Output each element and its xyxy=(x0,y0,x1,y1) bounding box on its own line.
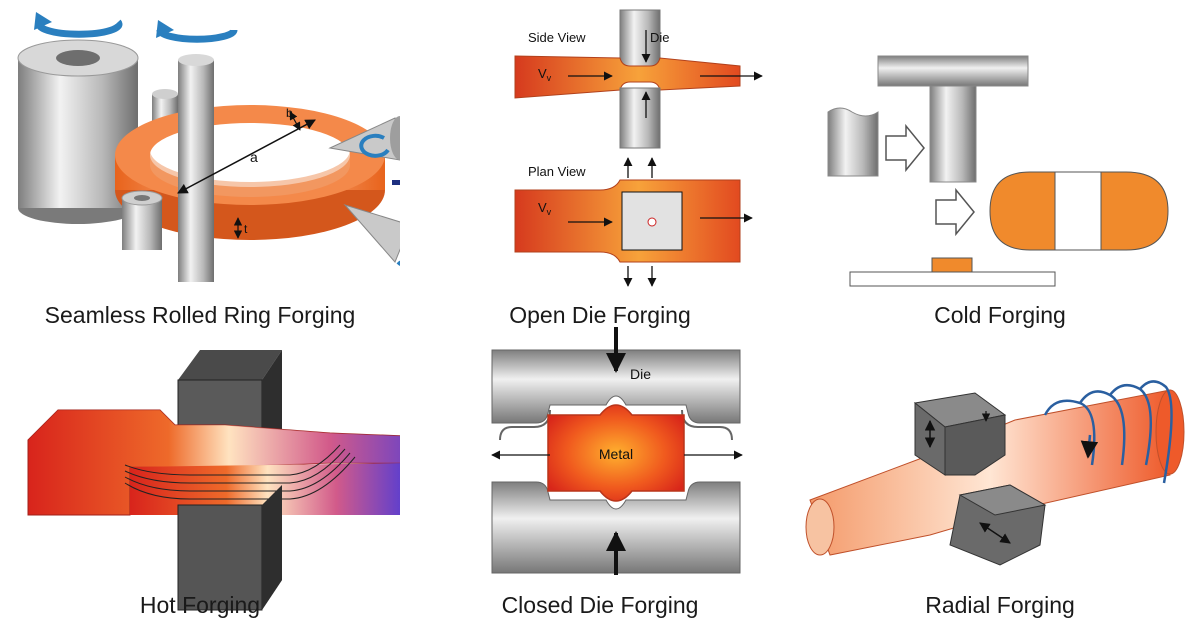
ring-forging-caption: Seamless Rolled Ring Forging xyxy=(44,302,356,328)
lower-die xyxy=(619,87,661,149)
dimension-a-label: a xyxy=(250,149,258,165)
open-die-caption: Open Die Forging xyxy=(509,302,691,328)
closed-die-caption: Closed Die Forging xyxy=(501,592,699,618)
punch-stem xyxy=(929,85,977,183)
workpiece-side-view xyxy=(514,55,741,99)
radial-forging-diagram xyxy=(805,380,1185,566)
grain-flow-lines xyxy=(124,444,356,500)
process-arrow-icon xyxy=(885,123,925,173)
side-view-label: Side View xyxy=(528,30,586,45)
forged-part-right xyxy=(1100,171,1169,251)
radial-forging-caption: Radial Forging xyxy=(925,592,1075,618)
ring-forging-diagram: a b t t b xyxy=(17,12,400,282)
closed-die-diagram: Metal Die xyxy=(491,327,743,575)
axial-cone-lower xyxy=(343,204,400,263)
panel-hot-forging: Hot Forging xyxy=(0,315,400,630)
anvil-plate xyxy=(849,271,1056,287)
cone-rotation-icon xyxy=(359,133,390,158)
hot-forging-diagram xyxy=(27,350,400,611)
panel-radial-forging: Radial Forging xyxy=(800,315,1200,630)
mandrel-roll xyxy=(178,60,214,282)
main-roll-cylinder xyxy=(17,39,139,224)
panel-cold-forging: Cold Forging xyxy=(800,0,1200,328)
process-arrow-icon-lower xyxy=(935,187,975,237)
lower-radial-hammer xyxy=(949,484,1047,566)
open-die-diagram: Side View Die Vv Plan View Vv xyxy=(514,9,763,287)
radial-feed-arrow-icon xyxy=(392,180,400,185)
metal-billet xyxy=(547,404,685,502)
small-blank xyxy=(931,257,973,273)
hot-forging-caption: Hot Forging xyxy=(139,592,261,618)
rotation-spiral-icon xyxy=(1043,380,1173,484)
plan-view-label: Plan View xyxy=(528,164,586,179)
upper-closed-die xyxy=(491,349,741,424)
rotation-arrow-icon xyxy=(35,19,123,38)
metal-label: Metal xyxy=(599,446,633,462)
mandrel-rotation-icon xyxy=(156,29,238,43)
cold-forging-diagram xyxy=(827,55,1169,287)
guide-post-front xyxy=(122,198,162,250)
punch-head xyxy=(877,55,1029,87)
upper-radial-hammer xyxy=(913,392,1007,476)
panel-ring-forging: a b t t b Seamless Rolled Ring Forging xyxy=(0,0,400,328)
dimension-b-top-label: b xyxy=(286,106,293,120)
velocity-label-plan: Vv xyxy=(538,200,552,217)
lower-closed-die xyxy=(491,481,741,574)
hot-workpiece xyxy=(27,409,400,516)
velocity-label-side: Vv xyxy=(538,66,552,83)
rotation-arrowhead-icon xyxy=(34,12,52,30)
cold-forging-caption: Cold Forging xyxy=(934,302,1066,328)
die-label-open: Die xyxy=(650,30,670,45)
forged-part-left xyxy=(989,171,1056,251)
dimension-t-label: t xyxy=(244,222,248,236)
panel-closed-die-forging: Metal Die Closed Die Forging xyxy=(400,315,800,630)
forged-part-center xyxy=(1054,171,1102,251)
billet-blank xyxy=(827,107,879,177)
radial-workpiece xyxy=(805,389,1185,556)
die-label-closed: Die xyxy=(630,366,651,382)
panel-open-die-forging: Side View Die Vv Plan View Vv Open Die F… xyxy=(400,0,800,328)
